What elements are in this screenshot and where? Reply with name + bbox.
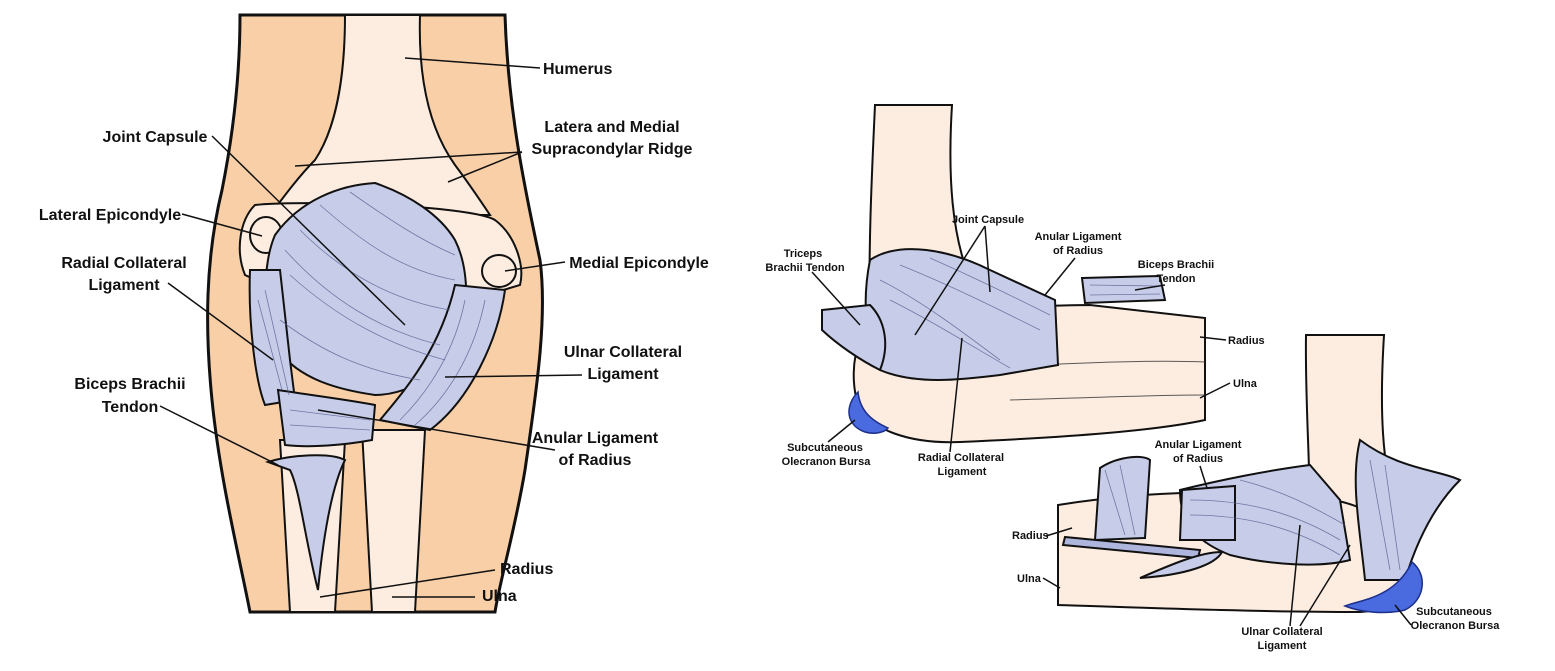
label-medial-anular-line2: of Radius <box>1173 453 1223 465</box>
label-supracondylar-line1: Latera and Medial <box>544 119 679 136</box>
label-medial-ulna: Ulna <box>1017 573 1042 585</box>
label-lateral-joint-capsule: Joint Capsule <box>952 214 1024 226</box>
front-anular-ligament <box>276 388 377 448</box>
label-ulna: Ulna <box>482 588 517 605</box>
front-fibers <box>257 191 486 431</box>
label-lateral-ulna: Ulna <box>1233 378 1258 390</box>
label-lateral-bursa-line1: Subcutaneous <box>787 442 863 454</box>
label-lateral-bursa-line2: Olecranon Bursa <box>782 456 872 468</box>
label-lateral-biceps-line1: Biceps Brachii <box>1138 259 1214 271</box>
label-humerus: Humerus <box>543 61 612 78</box>
lateral-leader-lines <box>811 225 1231 453</box>
lateral-joint-capsule <box>864 248 1060 381</box>
label-ulnar-collateral-line2: Ligament <box>587 366 659 383</box>
front-ulna-bone <box>360 429 427 613</box>
medial-olecranon-bursa <box>1342 560 1423 614</box>
label-joint-capsule: Joint Capsule <box>103 129 208 146</box>
label-ulnar-collateral-line1: Ulnar Collateral <box>564 344 682 361</box>
medial-flake <box>1139 550 1224 579</box>
medial-leader-lines <box>1042 465 1412 627</box>
label-medial-ulnar-collateral-line1: Ulnar Collateral <box>1241 626 1322 638</box>
label-medial-ulnar-collateral-line2: Ligament <box>1258 640 1307 652</box>
label-medial-epicondyle: Medial Epicondyle <box>569 255 709 272</box>
front-view: Humerus Latera and Medial Supracondylar … <box>39 13 709 614</box>
medial-biceps-tendon <box>1093 455 1152 542</box>
label-lateral-radius: Radius <box>1228 335 1265 347</box>
medial-anular-ligament <box>1178 484 1236 541</box>
lateral-biceps-tendon <box>1080 274 1167 305</box>
label-medial-radius: Radius <box>1012 530 1049 542</box>
label-lateral-anular-line1: Anular Ligament <box>1035 231 1122 243</box>
label-biceps-line1: Biceps Brachii <box>74 376 185 393</box>
label-radial-collateral-line1: Radial Collateral <box>61 255 186 272</box>
front-biceps-tendon <box>264 454 347 591</box>
label-biceps-line2: Tendon <box>102 399 159 416</box>
label-radial-collateral-line2: Ligament <box>88 277 160 294</box>
label-lateral-radial-collateral-line2: Ligament <box>938 466 987 478</box>
lateral-fibers <box>879 257 1161 369</box>
label-anular-line2: of Radius <box>559 452 632 469</box>
label-lateral-anular-line2: of Radius <box>1053 245 1103 257</box>
label-medial-bursa-line2: Olecranon Bursa <box>1411 620 1501 632</box>
lateral-view: Joint Capsule Anular Ligament of Radius … <box>765 104 1265 478</box>
label-supracondylar-line2: Supracondylar Ridge <box>532 141 693 158</box>
label-triceps-line2: Brachii Tendon <box>765 262 845 274</box>
medial-fibers <box>1104 459 1401 571</box>
label-medial-bursa-line1: Subcutaneous <box>1416 606 1492 618</box>
lateral-triceps-tendon <box>821 303 887 372</box>
front-leader-lines <box>159 57 583 598</box>
label-radius: Radius <box>500 561 553 578</box>
medial-triceps-tendon <box>1354 438 1462 581</box>
lateral-olecranon-bursa <box>848 390 890 434</box>
label-triceps-line1: Triceps <box>784 248 823 260</box>
label-anular-line1: Anular Ligament <box>532 430 659 447</box>
label-lateral-biceps-line2: Tendon <box>1157 273 1196 285</box>
medial-view: Anular Ligament of Radius Radius Ulna Su… <box>1012 334 1501 652</box>
label-lateral-epicondyle: Lateral Epicondyle <box>39 207 181 224</box>
front-medial-epicondyle <box>481 254 517 288</box>
label-medial-anular-line1: Anular Ligament <box>1155 439 1242 451</box>
front-ulnar-collateral-ligament <box>378 283 507 432</box>
label-lateral-radial-collateral-line1: Radial Collateral <box>918 452 1004 464</box>
